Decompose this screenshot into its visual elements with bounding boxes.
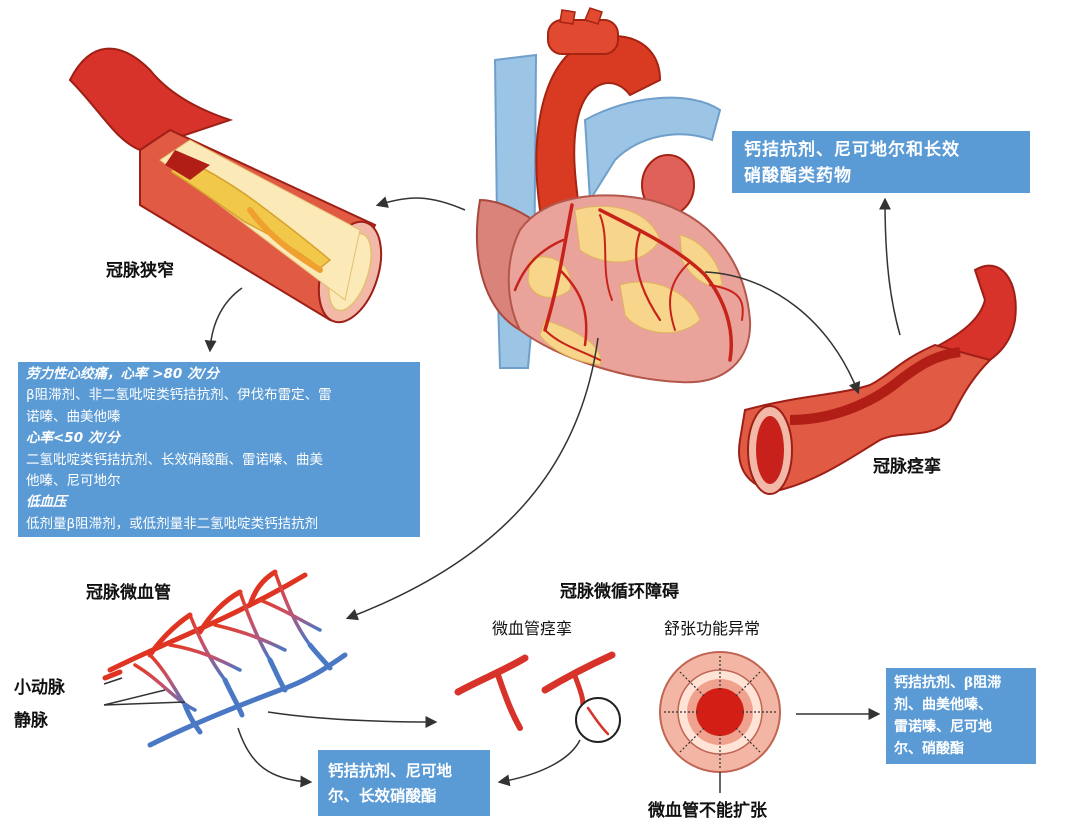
arrow-heart-to-microvessel [345,337,599,621]
label-micro-disorder: 冠脉微循环障碍 [560,582,679,602]
treatment-box-diastolic: 钙拮抗剂、β阻滞 剂、曲美他嗪、 雷诺嗪、尼可地 尔、硝酸酯 [886,668,1036,764]
pointer-arteriole [103,677,123,685]
text-line: 硝酸酯类药物 [744,166,852,186]
label-spasm: 冠脉痉挛 [873,457,941,477]
micro-spasm-vessels-illustration [454,651,621,743]
text-line: 诺嗪、曲美他嗪 [26,408,121,425]
text-line: 剂、曲美他嗪、 [894,697,992,713]
text-line: 钙拮抗剂、β阻滞 [894,675,1002,691]
text-line: β阻滞剂、非二氢吡啶类钙拮抗剂、伊伐布雷定、雷 [26,387,332,404]
vessel-cross-section-illustration [659,651,781,773]
pointer-vein-2 [103,701,186,706]
pointer-vein-1 [103,689,166,706]
treatment-box-micro-spasm: 钙拮抗剂、尼可地 尔、长效硝酸酯 [318,750,490,816]
heading-low-heart-rate: 心率<50 次/分 [26,430,120,447]
label-arteriole: 小动脉 [14,678,65,698]
label-microvessels: 冠脉微血管 [86,583,171,603]
arrow-microvessel-to-bottom-box [237,727,313,788]
text-line: 二氢吡啶类钙拮抗剂、长效硝酸酯、雷诺嗪、曲美 [26,451,323,468]
text-line: 他嗪、尼可地尔 [26,473,121,490]
arrow-heart-to-stenosis [375,196,466,211]
arrow-spasm-to-bottom-box [497,739,581,787]
spasm-vessel-illustration [738,264,1017,495]
text-line: 雷诺嗪、尼可地 [894,719,992,735]
arrow-microvessel-to-spasm [267,711,438,728]
text-line: 尔、硝酸酯 [894,741,964,757]
label-diastolic-abnormal: 舒张功能异常 [664,619,761,638]
text-line: 钙拮抗剂、尼可地尔和长效 [744,140,960,160]
treatment-box-stenosis: 劳力性心绞痛，心率 >80 次/分 β阻滞剂、非二氢吡啶类钙拮抗剂、伊伐布雷定、… [18,362,420,537]
label-stenosis: 冠脉狭窄 [106,261,174,281]
heading-hypotension: 低血压 [26,494,67,511]
heart-illustration [476,7,752,384]
arrow-heart-to-spasm [704,271,861,395]
treatment-box-spasm: 钙拮抗剂、尼可地尔和长效 硝酸酯类药物 [732,131,1030,193]
text-line: 钙拮抗剂、尼可地 [328,761,453,780]
arrow-spasm-to-box [879,197,901,336]
flow-arrows [103,196,901,793]
label-cannot-dilate: 微血管不能扩张 [648,801,767,821]
stenosis-vessel-illustration [68,47,383,324]
arrow-stenosis-to-box [204,287,243,353]
heading-exertional-angina: 劳力性心绞痛，心率 >80 次/分 [26,366,219,382]
text-line: 尔、长效硝酸酯 [328,786,437,805]
label-vein: 静脉 [14,711,48,731]
text-line: 低剂量β阻滞剂，或低剂量非二氢吡啶类钙拮抗剂 [26,515,319,532]
microvessel-network-illustration [102,569,348,748]
label-micro-spasm: 微血管痉挛 [492,619,573,638]
